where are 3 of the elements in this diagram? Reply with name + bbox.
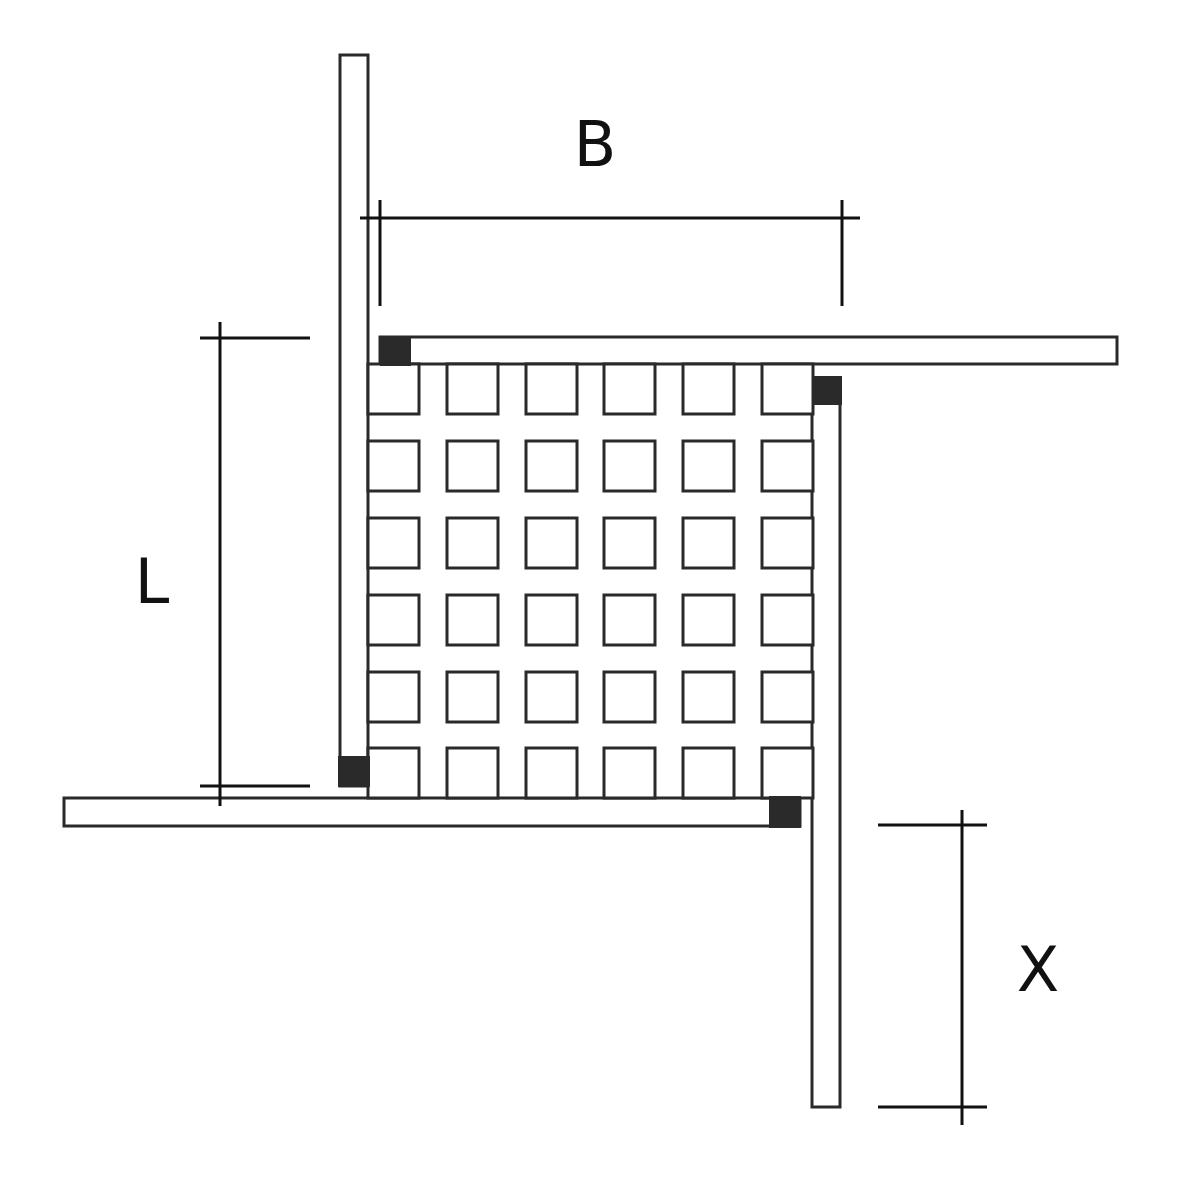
dimension-label: L — [134, 551, 170, 613]
dimension-label: X — [1016, 939, 1060, 1001]
dimension-label: B — [573, 114, 617, 176]
